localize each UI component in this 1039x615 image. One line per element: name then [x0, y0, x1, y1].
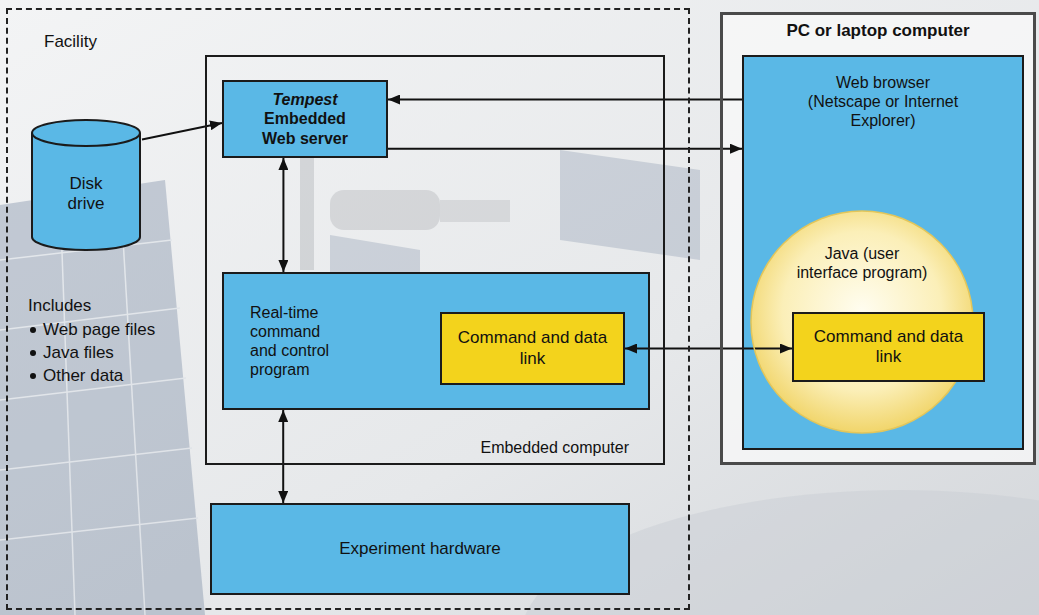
node-text: Command and data link — [814, 327, 964, 368]
node-text: Disk drive — [55, 174, 117, 215]
node-text: Real-time command and control program — [250, 303, 350, 380]
connector-arrow — [282, 158, 284, 272]
experiment-hardware-box: Experiment hardware — [210, 503, 630, 595]
bullet-dot — [30, 327, 36, 333]
list-item-text: Includes — [28, 296, 91, 315]
note-label: Other data — [30, 366, 123, 386]
node-text: Command and data link — [458, 328, 608, 369]
node-text: PC or laptop computer — [786, 21, 969, 41]
pc-box: Command and data link Java (user interfac… — [720, 12, 1036, 465]
connector-arrow — [282, 410, 284, 503]
note-label: Web page files — [30, 320, 155, 340]
connector-arrow — [625, 348, 792, 350]
web-server-box: Tempest Embedded Web server — [222, 80, 388, 158]
bullet-dot — [30, 350, 36, 356]
control-program-box: Command and data link Real-time command a… — [222, 272, 650, 410]
bullet-dot — [30, 373, 36, 379]
node-text: Tempest Embedded Web server — [249, 90, 361, 148]
web-browser-box: Command and data link Java (user interfac… — [742, 55, 1024, 450]
disk-drive: Disk drive — [30, 118, 142, 252]
cylinder-body — [32, 120, 140, 250]
note-label: Includes — [28, 296, 91, 316]
data-link-box: Command and data link — [440, 312, 625, 385]
note-label: Java files — [30, 343, 114, 363]
node-text: Embedded computer — [480, 438, 629, 457]
data-link-box: Command and data link — [792, 312, 985, 382]
facility-region: Disk drive Tempest Embedded Web serverCom… — [6, 8, 690, 610]
embedded-computer-box: Tempest Embedded Web serverCommand and d… — [205, 55, 665, 465]
node-text: Experiment hardware — [339, 539, 501, 559]
list-item-text: Java files — [43, 343, 114, 362]
java-program-circle: Command and data link Java (user interfac… — [750, 210, 974, 434]
box-fill — [742, 55, 1024, 450]
node-text: Java (user interface program) — [792, 244, 932, 282]
list-item-text: Other data — [43, 366, 123, 385]
connector-arrow — [142, 123, 222, 140]
cylinder-rim — [32, 133, 140, 146]
box-fill — [222, 272, 650, 410]
list-item-text: Web page files — [43, 320, 155, 339]
node-text: Web browser (Netscape or Internet Explor… — [806, 73, 961, 131]
node-text: Facility — [44, 32, 97, 52]
box-fill — [720, 12, 1036, 465]
